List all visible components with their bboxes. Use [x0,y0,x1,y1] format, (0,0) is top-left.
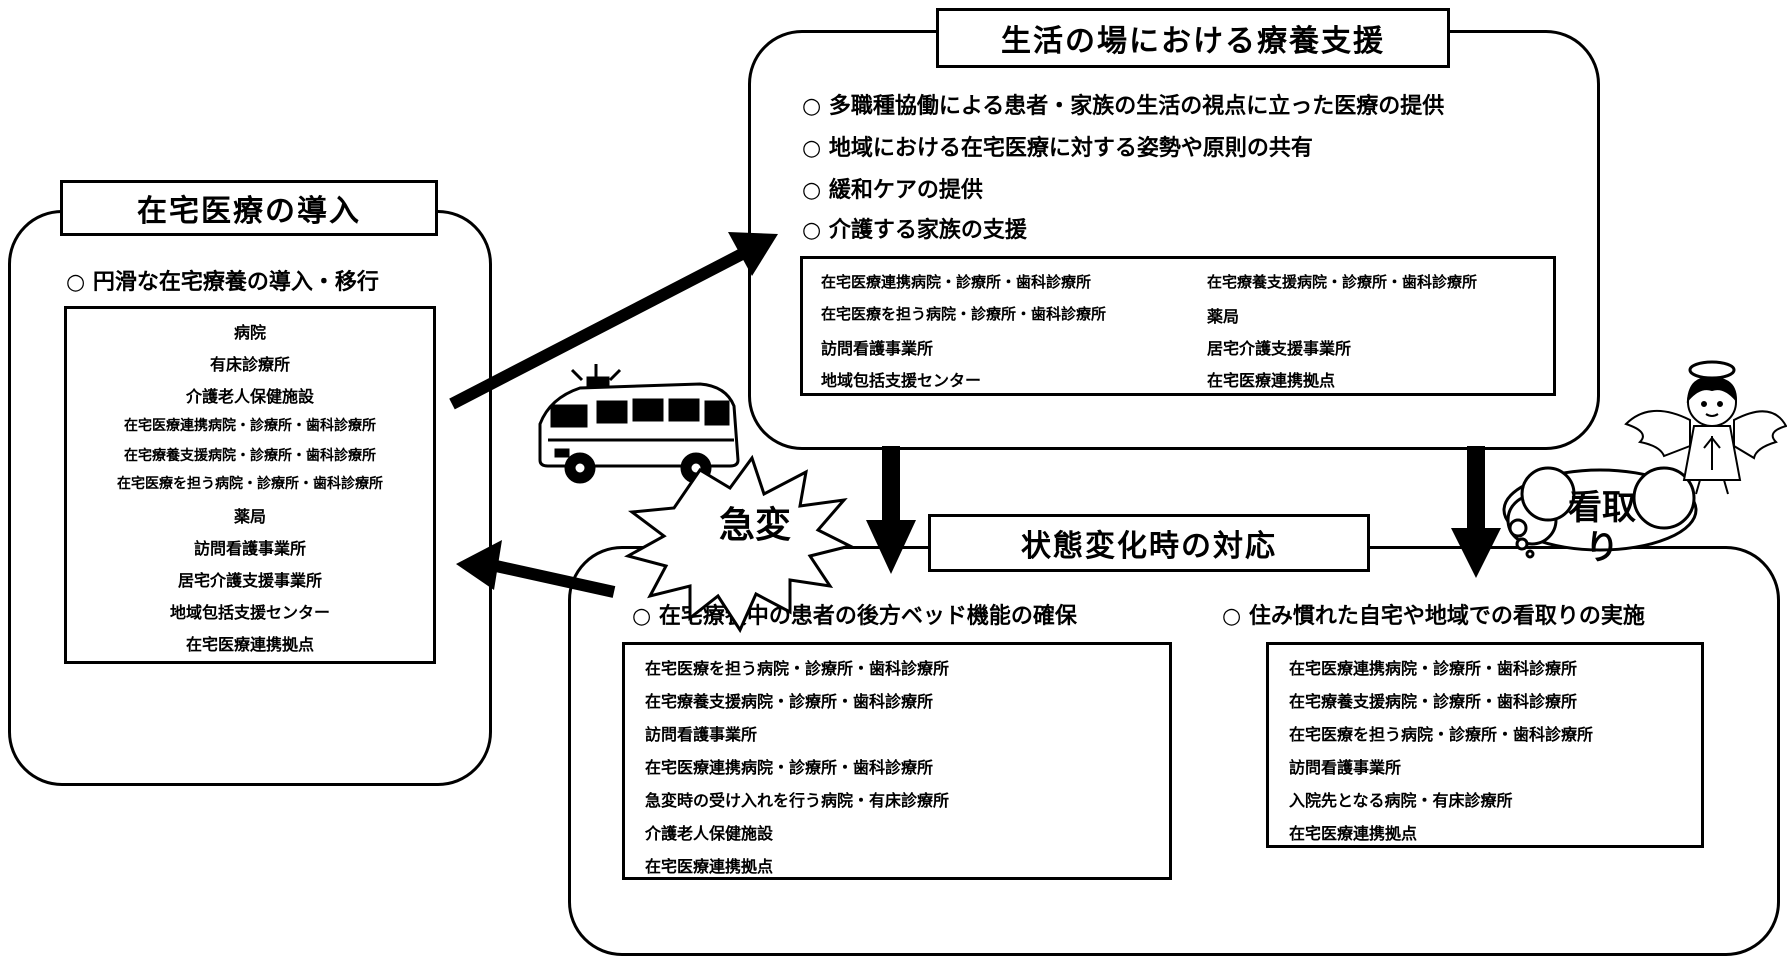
life-bullet-2: ○ 地域における在宅医療に対する姿勢や原則の共有 [802,136,1313,161]
list-item: 在宅医療を担う病院・診療所・歯科診療所 [1289,725,1594,744]
life-facility-list: 在宅医療連携病院・診療所・歯科診療所 在宅医療を担う病院・診療所・歯科診療所 訪… [800,256,1556,396]
mitori-label: 看取り [1568,488,1636,568]
list-item: 薬局 [1207,307,1240,326]
list-item: 地域包括支援センター [821,371,982,390]
explosion-icon [624,454,855,634]
list-item: 居宅介護支援事業所 [1207,339,1352,358]
angel-icon [1624,360,1787,495]
list-item: 在宅医療連携拠点 [1289,824,1418,843]
list-item: 在宅医療連携病院・診療所・歯科診療所 [1289,659,1578,678]
cloud-icon [1502,466,1698,559]
list-item: 在宅医療連携拠点 [1207,371,1336,390]
ambulance-icon [538,364,740,484]
list-item: 在宅医療連携拠点 [185,635,314,654]
arrow-intro-to-life [449,232,778,410]
list-item: 在宅療養支援病院・診療所・歯科診療所 [645,692,934,711]
list-item: 在宅医療連携病院・診療所・歯科診療所 [645,758,934,777]
arrow-life-to-change-right [1451,446,1501,578]
emergency-label: 急変 [718,505,791,546]
change-right-list: 在宅医療連携病院・診療所・歯科診療所 在宅療養支援病院・診療所・歯科診療所 在宅… [1266,642,1704,848]
list-item: 地域包括支援センター [169,603,330,622]
list-item: 在宅療養支援病院・診療所・歯科診療所 [1289,692,1578,711]
list-item: 在宅医療を担う病院・診療所・歯科診療所 [645,659,950,678]
life-bullet-4: ○ 介護する家族の支援 [802,218,1027,243]
list-item: 介護老人保健施設 [645,824,774,843]
list-item: 在宅療養支援病院・診療所・歯科診療所 [1207,273,1478,291]
change-left-list: 在宅医療を担う病院・診療所・歯科診療所 在宅療養支援病院・診療所・歯科診療所 訪… [622,642,1172,880]
list-item: 在宅医療を担う病院・診療所・歯科診療所 [117,476,383,492]
intro-facility-list: 病院 有床診療所 介護老人保健施設 在宅医療連携病院・診療所・歯科診療所 在宅療… [64,306,436,664]
change-title: 状態変化時の対応 [928,514,1370,572]
arrow-change-to-intro [456,540,616,598]
list-item: 有床診療所 [209,355,290,374]
list-item: 在宅医療連携拠点 [645,857,774,876]
list-item: 在宅療養支援病院・診療所・歯科診療所 [124,448,376,464]
list-item: 介護老人保健施設 [185,387,314,406]
change-left-bullet: ○ 在宅療養中の患者の後方ベッド機能の確保 [632,604,1077,629]
list-item: 訪問看護事業所 [1289,758,1402,777]
list-item: 病院 [233,323,266,342]
list-item: 訪問看護事業所 [193,539,306,558]
list-item: 訪問看護事業所 [645,725,758,744]
list-item: 在宅医療を担う病院・診療所・歯科診療所 [821,305,1107,323]
intro-bullet: ○ 円滑な在宅療養の導入・移行 [66,270,379,295]
arrow-life-to-change-left [866,446,916,574]
list-item: 在宅医療連携病院・診療所・歯科診療所 [821,273,1092,291]
list-item: 在宅医療連携病院・診療所・歯科診療所 [124,418,376,434]
intro-title: 在宅医療の導入 [60,180,438,236]
list-item: 居宅介護支援事業所 [177,571,322,590]
life-bullet-1: ○ 多職種協働による患者・家族の生活の視点に立った医療の提供 [802,94,1445,119]
life-bullet-3: ○ 緩和ケアの提供 [802,178,983,203]
list-item: 薬局 [233,507,266,526]
list-item: 急変時の受け入れを行う病院・有床診療所 [645,791,950,810]
life-title: 生活の場における療養支援 [936,8,1450,68]
list-item: 入院先となる病院・有床診療所 [1289,791,1513,810]
list-item: 訪問看護事業所 [821,339,934,358]
change-right-bullet: ○ 住み慣れた自宅や地域での看取りの実施 [1222,604,1645,629]
